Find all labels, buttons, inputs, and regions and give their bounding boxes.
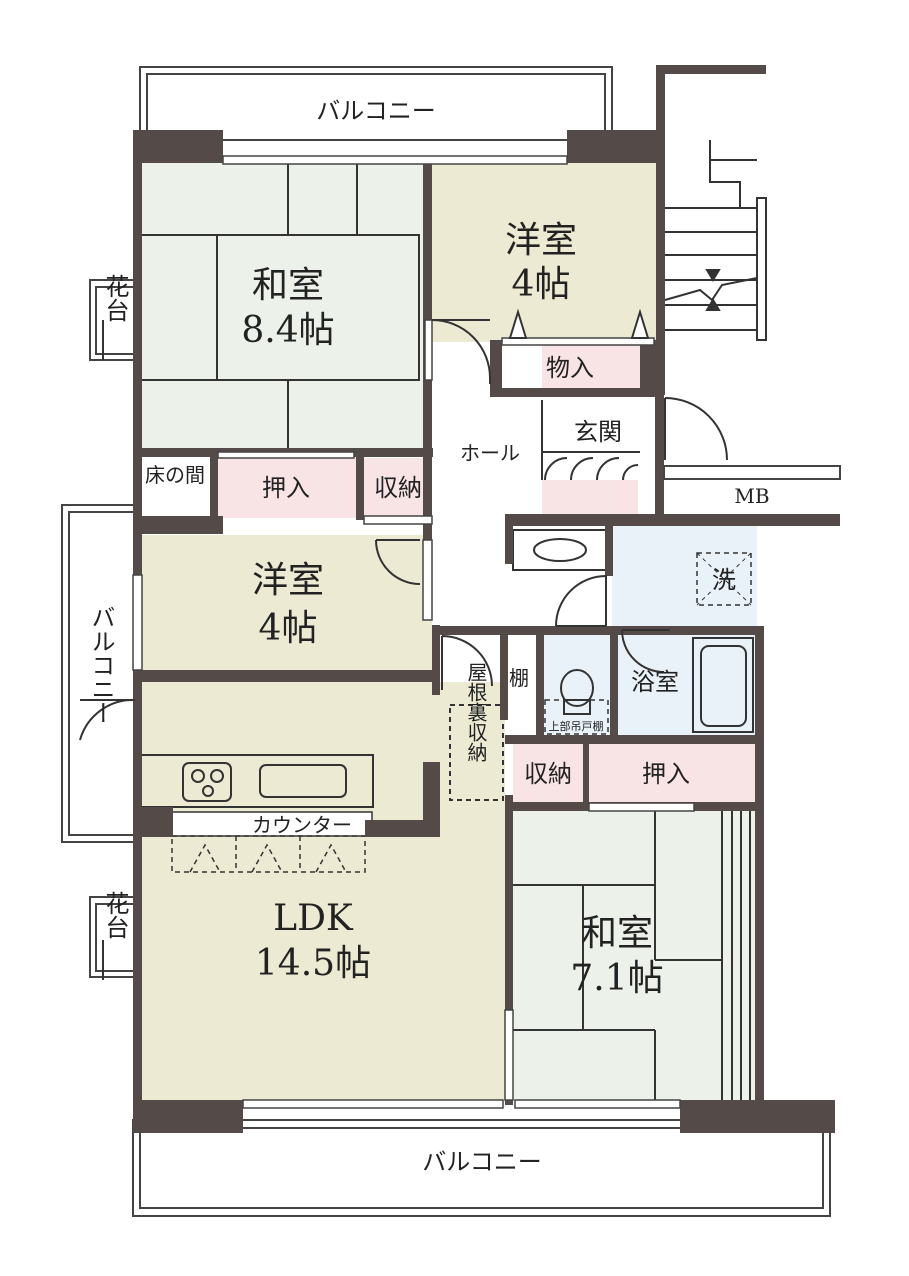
balcony-top-outline	[139, 66, 613, 141]
mb-label: MB	[734, 484, 769, 508]
washroom-floor	[612, 525, 757, 627]
youshitsu-top-name: 洋室	[505, 220, 577, 261]
youshitsu-left-name: 洋室	[252, 560, 324, 601]
washitsu-71-size: 7.1帖	[570, 958, 663, 999]
oshiire-2-label: 押入	[642, 760, 690, 788]
toilet-floor	[543, 635, 610, 735]
balcony-top-label: バルコニー	[316, 97, 436, 125]
stove-icon	[182, 762, 232, 802]
ldk-size: 14.5帖	[255, 943, 371, 984]
tana-label: 棚	[509, 666, 529, 690]
washitsu-84-size: 8.4帖	[241, 310, 334, 351]
tatami-lines-71	[513, 811, 751, 1101]
sink-icon	[259, 764, 347, 798]
oshiire-2-floor	[589, 743, 757, 803]
youshitsu-left-floor	[140, 535, 432, 672]
youshitsu-top-floor	[432, 162, 656, 342]
upper-shelf-label: 上部吊戸棚	[549, 719, 604, 733]
hanadai-bottom-label: 花台	[101, 891, 129, 939]
tokonoma-floor	[140, 456, 210, 512]
yaneura-label: 屋根裏収納	[464, 662, 488, 762]
staircase	[664, 140, 767, 341]
hanadai-top-label: 花台	[101, 274, 129, 322]
genkan-label: 玄関	[574, 418, 622, 446]
washitsu-71-floor	[513, 811, 757, 1101]
cupboard-dashed	[171, 835, 366, 873]
washbasin-icon	[512, 529, 609, 571]
washitsu-84-floor	[140, 162, 428, 450]
counter-label: カウンター	[252, 813, 352, 837]
kitchen-counter	[139, 754, 374, 837]
balcony-bottom-outline	[132, 1119, 831, 1217]
upper-shelf-dashed	[544, 699, 609, 735]
bath-label: 浴室	[631, 668, 679, 696]
tokonoma-label: 床の間	[145, 463, 205, 487]
ldk-floor	[140, 682, 505, 1102]
shuno-2-floor	[513, 743, 583, 803]
oshiire-1-floor	[218, 458, 356, 518]
tatami-lines-84	[140, 162, 420, 450]
bath-floor	[618, 635, 756, 735]
washitsu-71-name: 和室	[581, 913, 653, 954]
shuno-2-label: 収納	[524, 760, 572, 788]
yaneura-dashed	[449, 704, 504, 801]
washer-dashed	[696, 552, 752, 606]
hall-label: ホール	[460, 441, 520, 465]
door-swings	[79, 319, 728, 980]
monoire-label: 物入	[546, 354, 594, 382]
bathtub-icon	[692, 637, 754, 733]
ldk-name: LDK	[273, 898, 354, 939]
oshiire-1-label: 押入	[262, 474, 310, 502]
monoire-doors	[508, 308, 650, 339]
shuno-1-label: 収納	[374, 474, 422, 502]
mb-box	[663, 465, 841, 480]
balcony-left-label: バルコニー	[87, 605, 115, 725]
washitsu-84-name: 和室	[252, 265, 324, 306]
youshitsu-left-size: 4帖	[259, 608, 318, 649]
genkan-box-floor	[542, 480, 638, 514]
balcony-bottom-label: バルコニー	[422, 1148, 542, 1176]
hall-floor	[432, 342, 542, 632]
shuno-1-floor	[364, 458, 432, 518]
windows	[132, 155, 695, 1109]
youshitsu-top-size: 4帖	[512, 264, 571, 305]
genkan-shoebox	[541, 400, 640, 481]
sen-label: 洗	[712, 566, 736, 594]
